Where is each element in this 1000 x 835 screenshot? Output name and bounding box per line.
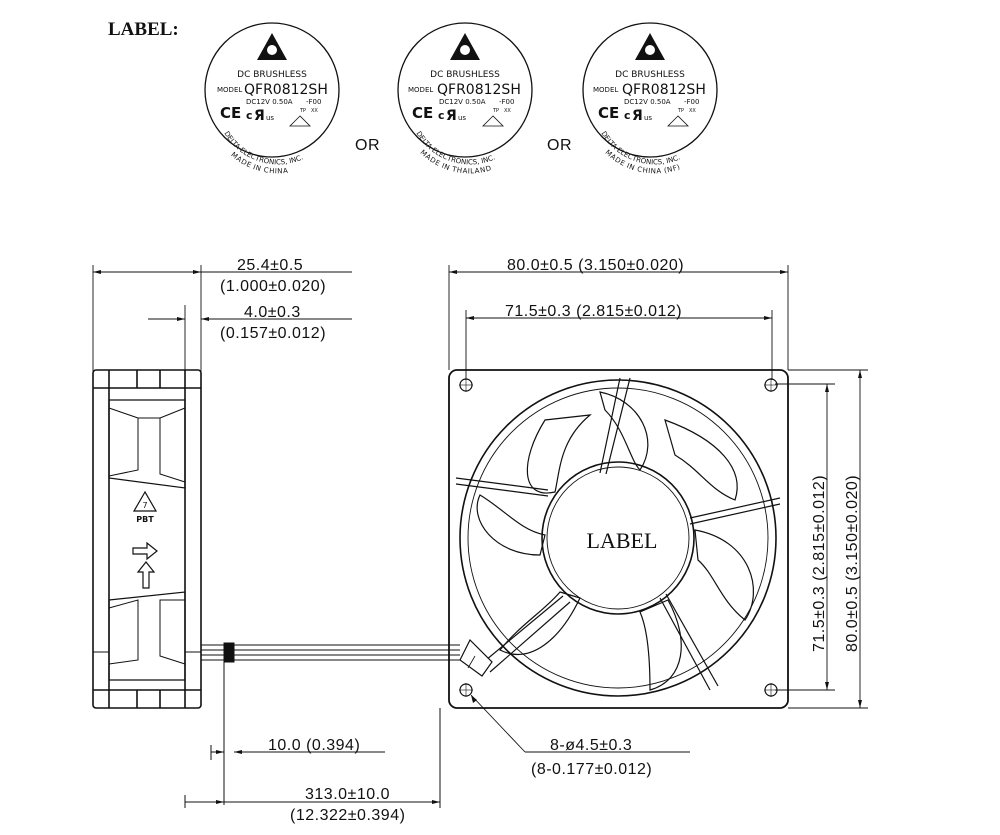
lead-length-dim-inch: (12.322±0.394) — [290, 807, 405, 824]
lead-wires — [184, 642, 460, 808]
mounting-hole-icon — [459, 378, 778, 697]
fan-front-view: LABEL — [448, 369, 789, 709]
svg-text:Я: Я — [446, 108, 457, 124]
holes-dim: 8-ø4.5±0.3 — [550, 737, 632, 754]
xx-code: XX — [504, 108, 511, 114]
depth-dim-inch: (1.000±0.020) — [220, 278, 326, 295]
hole-leader — [470, 694, 690, 753]
label-line1: DC BRUSHLESS — [615, 70, 685, 80]
xx-code: XX — [689, 108, 696, 114]
height-dim: 80.0±0.5 (3.150±0.020) — [844, 475, 861, 652]
rating: DC12V 0.50A — [439, 98, 486, 106]
rotation-arrow-icon — [136, 561, 156, 589]
ce-mark-icon: CE — [412, 104, 433, 122]
rating: DC12V 0.50A — [246, 98, 293, 106]
flange-dim: 4.0±0.3 — [244, 304, 301, 321]
model-number: QFR0812SH — [244, 82, 328, 98]
suffix: -F00 — [306, 98, 321, 106]
or-separator-1: OR — [355, 137, 380, 154]
svg-text:us: us — [266, 114, 274, 122]
label-line1: DC BRUSHLESS — [237, 70, 307, 80]
width-dim: 80.0±0.5 (3.150±0.020) — [507, 257, 684, 274]
holes-dim-inch: (8-0.177±0.012) — [531, 761, 652, 778]
model-number: QFR0812SH — [622, 82, 706, 98]
delta-logo-icon — [450, 33, 480, 60]
delta-logo-icon — [635, 33, 665, 60]
lead-length-dim: 313.0±10.0 — [305, 786, 390, 803]
strip-length-dim: 10.0 (0.394) — [268, 737, 360, 754]
front-dimensions — [448, 265, 868, 709]
svg-text:CE: CE — [412, 104, 433, 122]
recycle-icon: 7 — [132, 490, 158, 512]
tuv-mark-icon — [289, 115, 311, 127]
svg-text:CE: CE — [220, 104, 241, 122]
svg-text:CE: CE — [598, 104, 619, 122]
svg-text:us: us — [644, 114, 652, 122]
hole-pitch-dim: 71.5±0.3 (2.815±0.012) — [505, 303, 682, 320]
svg-text:us: us — [458, 114, 466, 122]
svg-text:Я: Я — [632, 108, 643, 124]
hub-label: LABEL — [587, 528, 658, 553]
tuv-mark-icon — [667, 115, 689, 127]
flange-dim-inch: (0.157±0.012) — [220, 325, 326, 342]
tp-code: TP — [299, 108, 306, 114]
side-dimensions — [92, 265, 352, 380]
manufacturer-and-origin: DELTA ELECTRONICS, INC. — [222, 130, 304, 166]
or-separator-2: OR — [547, 137, 572, 154]
label-line1: DC BRUSHLESS — [430, 70, 500, 80]
recycle-code: 7 — [142, 501, 147, 510]
ce-mark-icon: CE — [220, 104, 241, 122]
tp-code: TP — [677, 108, 684, 114]
material-code: PBT — [136, 515, 154, 524]
svg-text:c: c — [624, 109, 631, 122]
svg-text:c: c — [438, 109, 445, 122]
model-prefix: MODEL — [217, 86, 242, 94]
xx-code: XX — [311, 108, 318, 114]
fan-side-view — [92, 369, 202, 709]
label-variant-3: DC BRUSHLESS MODEL QFR0812SH DC12V 0.50A… — [582, 22, 718, 175]
model-number: QFR0812SH — [437, 82, 521, 98]
delta-logo-icon — [257, 33, 287, 60]
tuv-mark-icon — [482, 115, 504, 127]
airflow-arrow-icon — [132, 541, 158, 561]
label-variant-2: DC BRUSHLESS MODEL QFR0812SH DC12V 0.50A… — [397, 22, 533, 175]
ce-mark-icon: CE — [598, 104, 619, 122]
svg-text:Я: Я — [254, 108, 265, 124]
label-heading: LABEL: — [108, 19, 179, 40]
tp-code: TP — [492, 108, 499, 114]
rating: DC12V 0.50A — [624, 98, 671, 106]
depth-dim: 25.4±0.5 — [237, 257, 303, 274]
svg-text:c: c — [246, 109, 253, 122]
model-prefix: MODEL — [593, 86, 618, 94]
suffix: -F00 — [684, 98, 699, 106]
model-prefix: MODEL — [408, 86, 433, 94]
suffix: -F00 — [499, 98, 514, 106]
hole-pitch-v-dim: 71.5±0.3 (2.815±0.012) — [811, 475, 828, 652]
label-variant-1: DC BRUSHLESS MODEL QFR0812SH DC12V 0.50A… — [204, 22, 340, 175]
